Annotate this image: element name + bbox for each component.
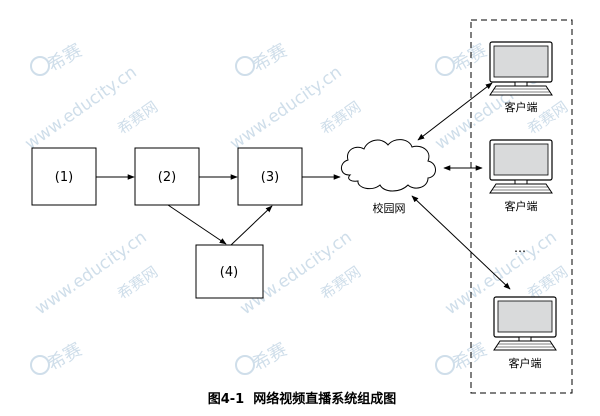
arrow-network-client-1 <box>417 82 493 141</box>
arrow-4-to-3 <box>230 205 273 246</box>
client-2: 客户端 <box>489 139 553 213</box>
arrow-network-client-3 <box>411 195 511 290</box>
box-4: (4) <box>195 244 264 299</box>
cloud-icon <box>341 139 436 192</box>
watermark-brand: 希赛 <box>449 339 491 375</box>
watermark-mark: 希赛网 <box>114 98 161 139</box>
box-1-label: (1) <box>55 170 73 185</box>
client-3-label: 客户端 <box>509 356 542 370</box>
flow-arrows <box>96 174 341 246</box>
watermark-mark: 希赛网 <box>114 263 161 304</box>
computer-icon <box>493 296 557 351</box>
computer-icon <box>489 41 553 96</box>
network-client-arrows <box>411 82 511 290</box>
watermark-brand: 希赛 <box>44 339 86 375</box>
watermark-brand: 希赛 <box>249 339 291 375</box>
client-1: 客户端 <box>489 41 553 114</box>
computer-icon <box>489 139 553 194</box>
figure-caption: 图4-1 网络视频直播系统组成图 <box>208 391 397 407</box>
watermark-layer: 希赛 希赛 希赛 希赛 希赛 希赛 www.educity.cn www.edu… <box>21 40 571 375</box>
client-3: 客户端 <box>493 296 557 370</box>
watermark-mark: 希赛网 <box>317 263 364 304</box>
watermark-mark: 希赛网 <box>317 98 364 139</box>
box-3: (3) <box>237 147 303 206</box>
campus-network: 校园网 <box>341 139 436 215</box>
watermark-site: www.educity.cn <box>21 62 140 154</box>
clients-ellipsis: … <box>514 241 526 255</box>
watermark-logo-icon <box>30 56 455 375</box>
watermark-brand: 希赛 <box>44 40 86 76</box>
box-2-label: (2) <box>158 170 176 185</box>
watermark-site: www.educity.cn <box>31 227 150 319</box>
box-4-label: (4) <box>220 265 238 280</box>
box-2: (2) <box>134 147 200 206</box>
watermark-site: www.educity.cn <box>226 62 345 154</box>
watermark-brand: 希赛 <box>249 40 291 76</box>
watermark-brand: 希赛 <box>449 40 491 76</box>
arrow-2-to-4 <box>167 204 227 245</box>
client-2-label: 客户端 <box>505 199 538 213</box>
client-1-label: 客户端 <box>505 100 538 114</box>
box-3-label: (3) <box>261 170 279 185</box>
box-1: (1) <box>31 147 97 206</box>
network-label: 校园网 <box>373 201 406 215</box>
